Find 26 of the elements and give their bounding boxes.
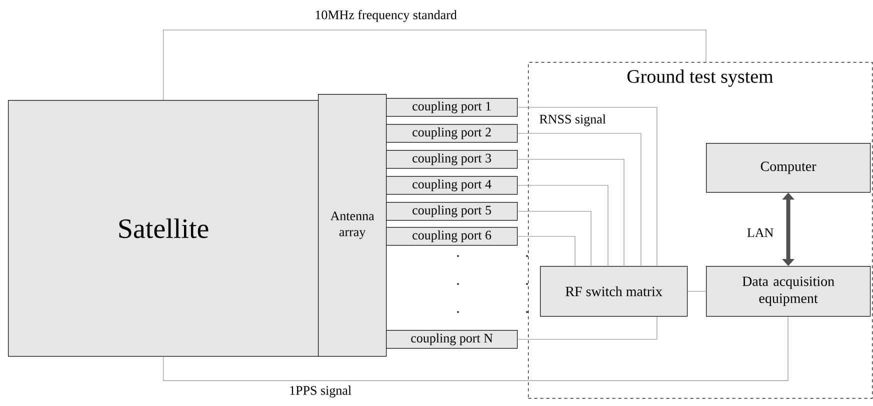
connector-line [162, 30, 706, 100]
connector-line [517, 158, 624, 266]
connector-line [687, 290, 706, 292]
connector-line [162, 316, 788, 381]
equipment-box: Data acquisition equipment [706, 266, 871, 317]
port-box: coupling port 2 [386, 124, 518, 143]
port-box: coupling port 5 [386, 202, 518, 221]
port-box: coupling port N [386, 330, 518, 349]
connector-line [517, 106, 658, 266]
port-box: coupling port 4 [386, 176, 518, 195]
connector-line [517, 132, 642, 266]
computer-box: Computer [706, 143, 871, 193]
port-box: coupling port 6 [386, 226, 518, 246]
connector-line [517, 236, 576, 266]
switch-box: RF switch matrix [540, 266, 688, 317]
connector-line [517, 316, 658, 340]
edge-label: LAN [746, 227, 775, 238]
antenna-box: Antenna array [318, 94, 387, 357]
connector-line [517, 184, 608, 266]
group-title: Ground test system [627, 70, 774, 87]
connector-line [517, 210, 592, 266]
port-box: coupling port 1 [386, 98, 518, 117]
edge-label: RNSS signal [538, 113, 607, 128]
edge-label: 10MHz frequency standard [314, 9, 458, 23]
edge-label: 1PPS signal [288, 384, 353, 398]
port-box: coupling port 3 [386, 150, 518, 169]
